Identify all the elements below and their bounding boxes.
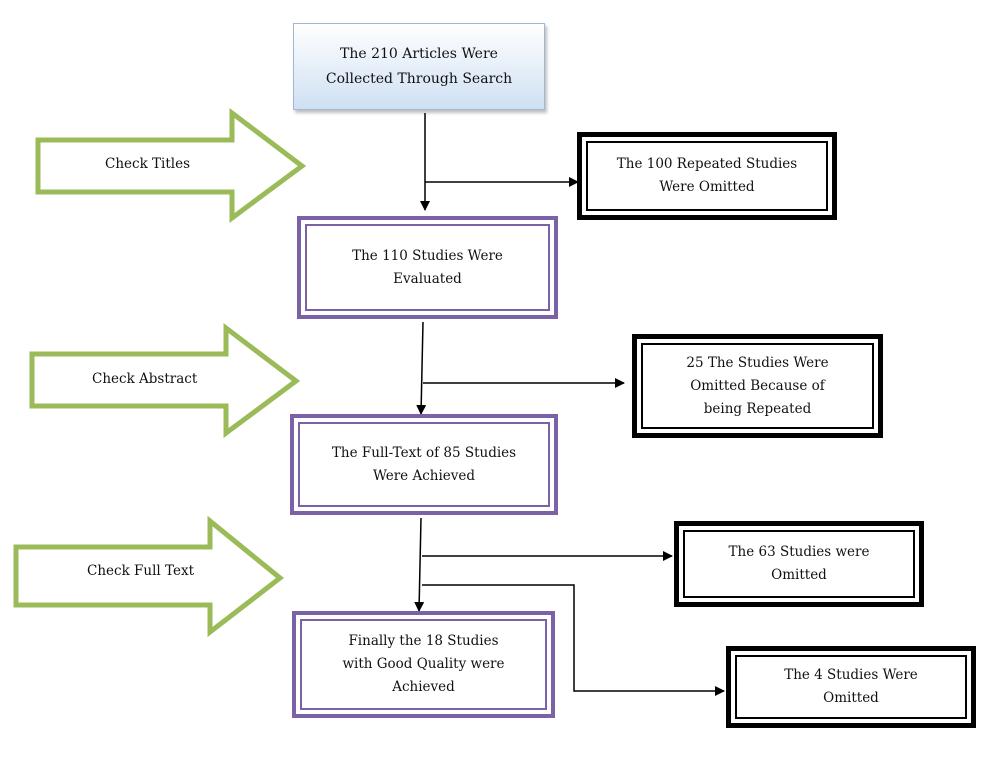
step-box-fulltext: The Full-Text of 85 Studies Were Achieve… — [290, 414, 558, 515]
step-final-text: Finally the 18 Studies with Good Quality… — [342, 633, 505, 695]
check-fulltext-arrow-icon — [13, 515, 285, 638]
connector-to-quality-omit — [422, 584, 725, 696]
omit-repeated-text: The 100 Repeated Studies Were Omitted — [616, 156, 798, 195]
omit-abstract-text: 25 The Studies Were Omitted Because of b… — [686, 354, 829, 417]
check-fulltext-label: Check Full Text — [87, 563, 195, 579]
omit-box-repeated: The 100 Repeated Studies Were Omitted — [577, 132, 837, 220]
omit-box-fulltext: The 63 Studies were Omitted — [674, 521, 924, 607]
step-fulltext-text: The Full-Text of 85 Studies Were Achieve… — [331, 444, 517, 484]
step-box-evaluated: The 110 Studies Were Evaluated — [297, 216, 558, 319]
step-box-final: Finally the 18 Studies with Good Quality… — [292, 611, 555, 718]
omit-box-abstract: 25 The Studies Were Omitted Because of b… — [632, 334, 883, 438]
start-box: The 210 Articles Were Collected Through … — [293, 23, 545, 110]
omit-quality-text: The 4 Studies Were Omitted — [784, 667, 918, 706]
connector-fulltext-to-final — [414, 517, 425, 612]
omit-box-quality: The 4 Studies Were Omitted — [726, 646, 976, 728]
check-abstract-arrow-icon — [29, 322, 301, 438]
connector-evaluated-to-fulltext — [416, 321, 427, 415]
omit-fulltext-text: The 63 Studies were Omitted — [728, 544, 870, 583]
check-titles-arrow-icon — [35, 107, 307, 223]
start-box-text: The 210 Articles Were Collected Through … — [325, 45, 513, 87]
step-evaluated-text: The 110 Studies Were Evaluated — [352, 247, 503, 287]
check-abstract-label: Check Abstract — [92, 371, 198, 387]
check-titles-label: Check Titles — [105, 156, 191, 172]
